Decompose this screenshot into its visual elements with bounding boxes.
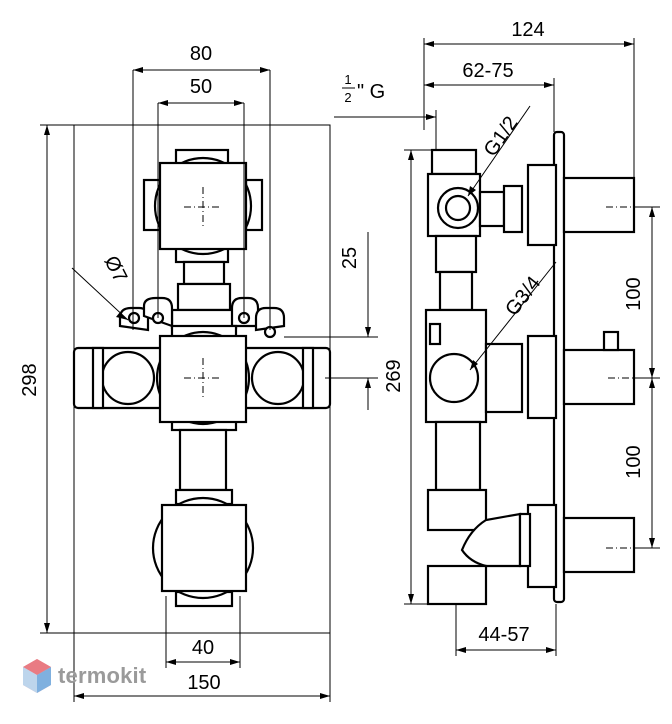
brand-name: termokit xyxy=(58,663,147,688)
front-down-pipe xyxy=(178,428,228,492)
dim-80-label: 80 xyxy=(190,43,212,65)
thread-g12-label: G1/2 xyxy=(480,112,523,160)
dim-50: 50 xyxy=(157,76,245,318)
dim-150: 150 xyxy=(73,633,331,702)
front-view: 80 50 Ø7 298 xyxy=(19,43,378,702)
dim-100-upper: 100 xyxy=(623,206,660,379)
thread-note-half-inch: 1 2 " G xyxy=(334,72,437,150)
front-upper-stem xyxy=(170,260,238,330)
side-view: 124 62-75 1 2 " G G1/2 xyxy=(334,19,660,656)
dim-124-label: 124 xyxy=(511,19,544,41)
side-body-middle xyxy=(424,308,524,424)
side-upper-handle xyxy=(526,163,660,247)
dim-44-57: 44-57 xyxy=(455,604,557,656)
dim-80: 80 xyxy=(132,43,271,330)
dim-44-57-label: 44-57 xyxy=(478,624,529,646)
dim-100-lower: 100 xyxy=(623,378,660,549)
front-upper-valve xyxy=(142,148,264,264)
dim-269-label: 269 xyxy=(383,359,405,392)
dim-150-label: 150 xyxy=(187,672,220,694)
dim-hole-label: Ø7 xyxy=(99,252,131,286)
dim-25: 25 xyxy=(284,232,378,410)
dim-40-label: 40 xyxy=(192,637,214,659)
dim-50-label: 50 xyxy=(190,76,212,98)
dim-25-label: 25 xyxy=(339,247,361,269)
dim-269: 269 xyxy=(383,149,432,605)
dim-298-label: 298 xyxy=(19,363,41,396)
front-center-cartridge xyxy=(155,324,251,432)
front-side-outlets xyxy=(91,346,315,410)
dim-62-75-label: 62-75 xyxy=(462,60,513,82)
side-body-upper xyxy=(426,148,524,312)
thread-g12: G1/2 xyxy=(467,105,531,197)
front-mounting-lugs xyxy=(118,296,286,339)
dim-62-75: 62-75 xyxy=(424,60,555,132)
side-middle-handle xyxy=(526,330,660,420)
dim-100-lower-label: 100 xyxy=(623,445,645,478)
thread-note-denominator: 2 xyxy=(344,90,351,105)
thread-note-numerator: 1 xyxy=(344,72,351,87)
dim-298: 298 xyxy=(19,124,74,634)
front-lower-valve xyxy=(151,488,255,608)
side-body-lower xyxy=(426,420,532,606)
dim-40: 40 xyxy=(165,596,241,668)
dim-100-upper-label: 100 xyxy=(623,277,645,310)
side-lower-handle xyxy=(526,503,660,589)
watermark: termokit xyxy=(22,658,146,694)
dim-124: 124 xyxy=(423,19,635,178)
thread-note-suffix: " G xyxy=(357,81,385,103)
thread-g34-label: G3/4 xyxy=(501,272,545,320)
brand-logo-icon xyxy=(23,659,51,693)
